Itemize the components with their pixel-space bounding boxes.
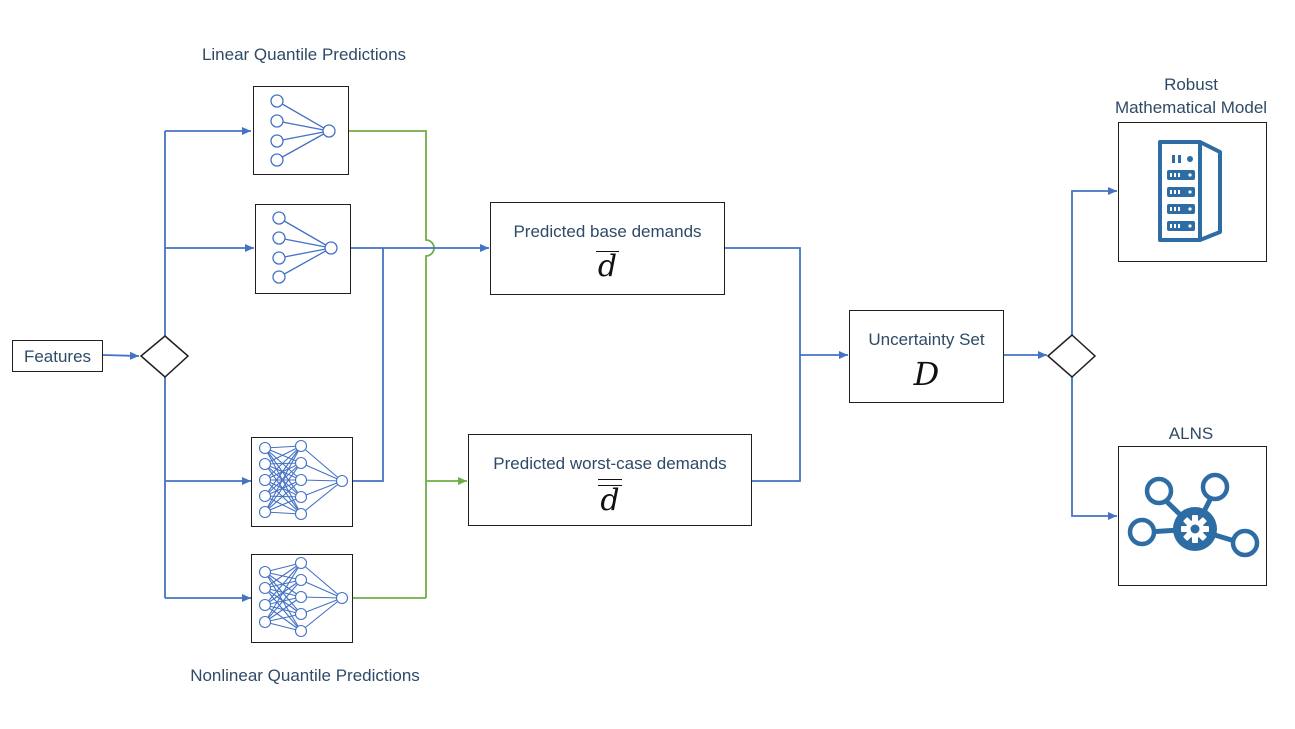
uncertainty-set-symbol: D: [913, 355, 940, 393]
nonlinear-network-icon: [258, 439, 349, 521]
features-box: Features: [12, 340, 103, 372]
nonlinear-model-box-2: [251, 554, 353, 643]
base-demands-box: Predicted base demands d: [490, 202, 725, 295]
uncertainty-set-label: Uncertainty Set: [868, 330, 985, 349]
flow-base-to-merge: [724, 247, 801, 355]
blue-flow-from-nonlinear-top: [352, 248, 384, 482]
base-demands-symbol: d: [595, 249, 620, 284]
flow-to-alns: [1071, 377, 1117, 520]
robust-model-label-line1: Robust: [1164, 75, 1218, 94]
robust-model-box: [1118, 122, 1267, 262]
worst-case-demands-box: Predicted worst-case demands d: [468, 434, 752, 526]
gear-network-icon: [1127, 472, 1260, 558]
flow-to-robust-model: [1071, 187, 1117, 335]
base-demands-label: Predicted base demands: [513, 222, 702, 241]
decision-diamond-right: [1046, 333, 1097, 379]
flow-worst-to-merge: [751, 355, 801, 482]
linear-network-icon: [270, 94, 336, 167]
linear-network-icon: [272, 211, 338, 284]
nonlinear-quantile-label: Nonlinear Quantile Predictions: [190, 666, 420, 685]
decision-diamond-left: [139, 335, 190, 379]
linear-model-box-2: [255, 204, 351, 294]
linear-model-box-1: [253, 86, 349, 175]
green-flow-from-linear-top: [348, 130, 435, 481]
robust-model-label-line2: Mathematical Model: [1114, 98, 1268, 117]
worst-case-demands-symbol: d: [469, 479, 751, 518]
linear-quantile-label: Linear Quantile Predictions: [201, 45, 407, 64]
alns-label: ALNS: [1168, 424, 1214, 443]
nonlinear-network-icon: [258, 556, 349, 638]
server-rack-icon: [1158, 140, 1222, 242]
alns-box: [1118, 446, 1267, 586]
nonlinear-model-box-1: [251, 437, 353, 527]
arrow-features-to-split: [102, 351, 140, 360]
uncertainty-set-box: Uncertainty Set D: [849, 310, 1004, 403]
worst-case-demands-label: Predicted worst-case demands: [493, 454, 727, 473]
features-label: Features: [23, 347, 92, 366]
